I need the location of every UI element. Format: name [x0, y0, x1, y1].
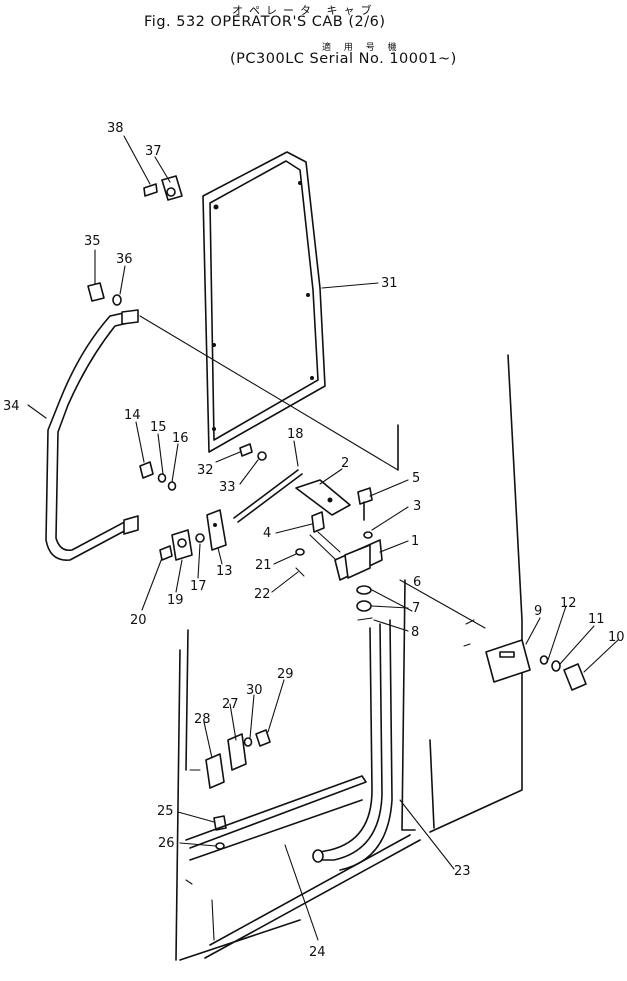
callout-24: 24	[309, 945, 326, 960]
callout-31: 31	[381, 276, 398, 291]
japanese-title: オペレータ キャブ	[232, 4, 378, 17]
callout-3: 3	[413, 499, 421, 514]
callout-1: 1	[411, 534, 419, 549]
callout-30: 30	[246, 683, 263, 698]
door-seal	[312, 619, 393, 871]
door-glass	[202, 151, 326, 453]
sill-rail	[185, 775, 367, 885]
callout-32: 32	[197, 463, 214, 478]
callout-2: 2	[341, 456, 349, 471]
callout-22: 22	[254, 587, 271, 602]
serial-range: (PC300LC Serial No. 10001~)	[230, 51, 457, 67]
callout-23: 23	[454, 864, 471, 879]
callout-29: 29	[277, 667, 294, 682]
callout-21: 21	[255, 558, 272, 573]
callout-13: 13	[216, 564, 233, 579]
callout-7: 7	[412, 601, 420, 616]
hand-rail	[45, 309, 139, 561]
bracket-13	[206, 509, 227, 551]
callout-36: 36	[116, 252, 133, 267]
callout-27: 27	[222, 697, 239, 712]
brackets-27-28	[205, 733, 247, 789]
fasteners	[87, 175, 587, 850]
callout-15: 15	[150, 420, 167, 435]
callout-9: 9	[534, 604, 542, 619]
callout-16: 16	[172, 431, 189, 446]
callout-17: 17	[190, 579, 207, 594]
callout-12: 12	[560, 596, 577, 611]
control-rod	[237, 473, 303, 523]
cab-frame	[175, 354, 523, 961]
leader-lines	[27, 135, 619, 941]
callout-25: 25	[157, 804, 174, 819]
figure-title: Fig. 532 OPERATOR'S CAB (2/6)	[144, 14, 386, 30]
callout-38: 38	[107, 121, 124, 136]
callout-35: 35	[84, 234, 101, 249]
callout-4: 4	[263, 526, 271, 541]
lock-assembly	[295, 479, 383, 581]
latch-19	[171, 529, 193, 561]
callout-19: 19	[167, 593, 184, 608]
callout-18: 18	[287, 427, 304, 442]
callout-11: 11	[588, 612, 605, 627]
callout-8: 8	[411, 625, 419, 640]
callout-6: 6	[413, 575, 421, 590]
callout-28: 28	[194, 712, 211, 727]
guide-line	[139, 315, 399, 471]
callout-14: 14	[124, 408, 141, 423]
callout-37: 37	[145, 144, 162, 159]
striker-plate	[463, 619, 531, 683]
callout-20: 20	[130, 613, 147, 628]
callout-26: 26	[158, 836, 175, 851]
callout-labels: 38 37 35 36 31 34 14 15 16 18 2 32 33 5 …	[3, 121, 625, 960]
applicability-label: 適 用 号 機	[322, 43, 402, 53]
callout-10: 10	[608, 630, 625, 645]
guide-line	[399, 579, 486, 629]
callout-5: 5	[412, 471, 420, 486]
callout-33: 33	[219, 480, 236, 495]
control-rod	[233, 469, 299, 519]
callout-34: 34	[3, 399, 20, 414]
